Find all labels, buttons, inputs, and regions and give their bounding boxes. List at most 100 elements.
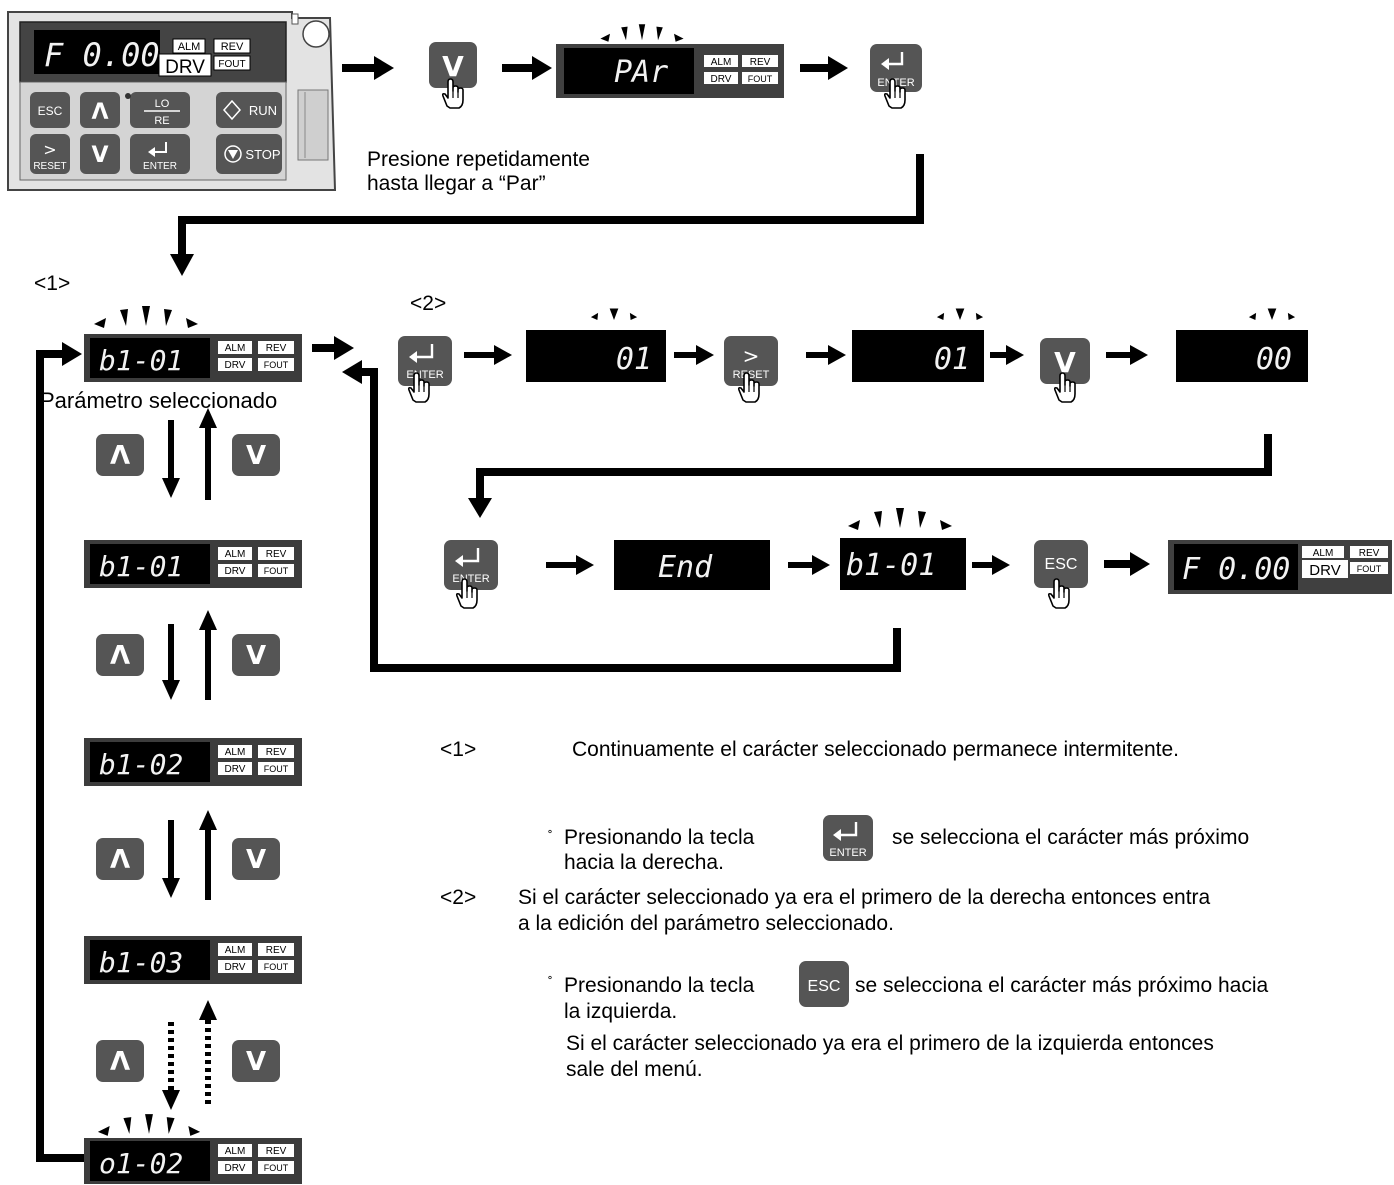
svg-text:V: V — [246, 641, 266, 671]
note-bullet: ˚ — [548, 828, 553, 844]
svg-text:ALM: ALM — [225, 549, 246, 560]
svg-text:FOUT: FOUT — [264, 764, 289, 774]
keypad-run-key[interactable]: RUN — [216, 92, 282, 128]
flow-arrow — [546, 555, 594, 575]
down-button[interactable]: V — [232, 1040, 280, 1082]
keypad-fout-indicator: FOUT — [218, 59, 245, 70]
flow-arrow — [800, 56, 848, 80]
flow-arrow — [342, 56, 394, 80]
note-1-marker: <1> — [440, 738, 477, 761]
svg-text:ENTER: ENTER — [877, 77, 914, 89]
svg-text:DRV: DRV — [225, 360, 246, 371]
down-button[interactable]: V — [429, 42, 477, 109]
edit-display-2: 01 — [852, 330, 984, 382]
down-button[interactable]: V — [1040, 338, 1090, 403]
keypad-enter-key[interactable]: ENTER — [130, 134, 190, 174]
reset-button[interactable]: > RESET — [724, 336, 778, 403]
up-button[interactable]: Λ — [96, 634, 144, 676]
svg-text:Λ: Λ — [110, 1047, 130, 1077]
svg-text:ESC: ESC — [1045, 556, 1078, 573]
up-button[interactable]: Λ — [96, 838, 144, 880]
svg-text:REV: REV — [266, 945, 287, 956]
svg-text:ALM: ALM — [711, 57, 732, 68]
note-1a-after: se selecciona el carácter más próximo — [892, 826, 1250, 849]
note-esc-key-icon: ESC — [799, 961, 849, 1007]
enter-button[interactable]: ENTER — [398, 336, 452, 403]
flow-arrow — [674, 345, 714, 365]
connector-line — [468, 434, 1272, 518]
keypad-lo-re-key[interactable]: LO RE — [125, 92, 190, 128]
column-display-2: b1-01 ALM REV DRV FOUT — [84, 540, 302, 588]
blink-marks-icon — [1248, 308, 1296, 321]
note-3-line4: sale del menú. — [566, 1058, 703, 1081]
flow-arrow — [788, 555, 830, 575]
keypad-up-key[interactable]: Λ — [80, 92, 120, 128]
note-1-text: Continuamente el carácter seleccionado p… — [572, 738, 1180, 761]
keypad-down-key[interactable]: V — [80, 134, 120, 174]
column-display-1: b1-01 ALM REV DRV FOUT — [84, 334, 302, 382]
flow-arrow — [1104, 552, 1150, 576]
note-enter-key-icon: ENTER — [823, 815, 873, 861]
par-display-text: PAr — [614, 55, 668, 90]
connector-line — [170, 154, 924, 276]
end-display: End — [614, 540, 770, 590]
enter-button[interactable]: ENTER — [870, 44, 922, 109]
svg-text:ENTER: ENTER — [829, 847, 866, 859]
up-down-pair-2: Λ V — [96, 610, 280, 700]
svg-text:ALM: ALM — [225, 945, 246, 956]
esc-button[interactable]: ESC — [1034, 540, 1088, 609]
keypad-reset-key[interactable]: > RESET — [30, 134, 70, 174]
svg-text:ALM: ALM — [1313, 548, 1334, 559]
svg-text:REV: REV — [266, 1146, 287, 1157]
svg-text:Λ: Λ — [110, 441, 130, 471]
svg-text:DRV: DRV — [225, 764, 246, 775]
column-display-5: o1-02 ALM REV DRV FOUT — [84, 1138, 302, 1184]
svg-text:RUN: RUN — [249, 103, 277, 118]
keypad-esc-key[interactable]: ESC — [30, 92, 70, 128]
svg-text:Λ: Λ — [91, 100, 108, 125]
note-3-line3: Si el carácter seleccionado ya era el pr… — [566, 1032, 1214, 1055]
loop-back-arrow — [36, 342, 84, 1162]
svg-text:ESC: ESC — [38, 104, 63, 118]
svg-text:V: V — [246, 845, 266, 875]
column-display-3: b1-02 ALM REV DRV FOUT — [84, 738, 302, 786]
keypad-stop-key[interactable]: STOP — [216, 134, 282, 174]
svg-text:REV: REV — [266, 549, 287, 560]
down-button[interactable]: V — [232, 634, 280, 676]
enter-button[interactable]: ENTER — [444, 540, 498, 609]
note-3-line2: la izquierda. — [564, 1000, 678, 1023]
svg-text:01: 01 — [934, 342, 970, 377]
blink-marks-icon — [590, 308, 638, 321]
down-button[interactable]: V — [232, 434, 280, 476]
up-down-pair-4: Λ V — [96, 1000, 280, 1110]
up-down-pair-3: Λ V — [96, 810, 280, 900]
svg-text:ALM: ALM — [225, 1146, 246, 1157]
flow-arrow — [464, 345, 512, 365]
svg-text:ENTER: ENTER — [452, 573, 489, 585]
flow-arrow — [502, 56, 552, 80]
svg-text:FOUT: FOUT — [748, 74, 773, 84]
svg-text:V: V — [1054, 346, 1076, 379]
note-2-line1: Si el carácter seleccionado ya era el pr… — [518, 886, 1211, 909]
svg-text:REV: REV — [1359, 548, 1380, 559]
par-display: PAr ALM REV DRV FOUT — [556, 44, 784, 98]
up-button[interactable]: Λ — [96, 434, 144, 476]
blink-marks-icon — [94, 306, 198, 328]
svg-text:DRV: DRV — [225, 962, 246, 973]
down-button[interactable]: V — [232, 838, 280, 880]
svg-text:>: > — [43, 140, 56, 159]
return-arrow — [342, 360, 901, 672]
svg-text:ENTER: ENTER — [406, 369, 443, 381]
up-button[interactable]: Λ — [96, 1040, 144, 1082]
svg-text:F 0.00: F 0.00 — [1182, 552, 1290, 587]
svg-text:REV: REV — [266, 343, 287, 354]
marker-1: <1> — [34, 272, 71, 295]
svg-text:RESET: RESET — [33, 161, 66, 172]
svg-text:o1-02: o1-02 — [99, 1147, 183, 1180]
svg-text:V: V — [246, 1047, 266, 1077]
note-3-before: Presionando la tecla — [564, 974, 755, 997]
svg-text:b1-01: b1-01 — [99, 550, 183, 583]
up-down-pair-1: Λ V — [96, 408, 280, 500]
svg-text:ENTER: ENTER — [143, 161, 177, 172]
result-display: b1-01 — [840, 538, 966, 590]
